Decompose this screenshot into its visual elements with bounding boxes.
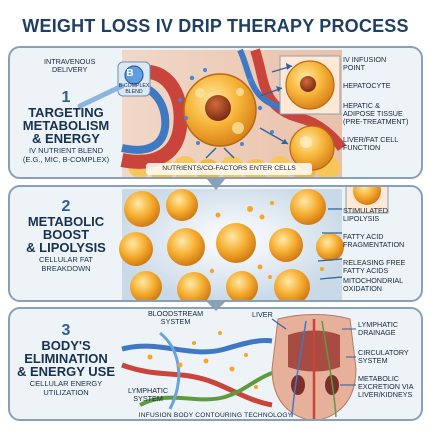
stage-2-panel: 2 METABOLIC BOOST & LIPOLYSIS CELLULAR F… (8, 185, 423, 302)
stage-2-heading-line-1: METABOLIC (27, 214, 105, 229)
fat-cell-cluster (119, 189, 344, 300)
stage-1-sub-line-1: IV NUTRIENT BLEND (28, 146, 104, 155)
b-complex-molecule-icon (124, 65, 144, 85)
bloodstream-system-label: BLOODSTREAM SYSTEM (148, 309, 204, 326)
stage-1-heading-line-3: & ENERGY (32, 131, 100, 146)
stage-1-heading-line-2: METABOLISM (22, 118, 110, 133)
stage-3-heading-line-2: ELIMINATION (24, 351, 108, 366)
lymphatic-vessel (139, 371, 273, 407)
stage-1-heading-line-1: TARGETING (28, 105, 104, 120)
stage-1-text: 1 TARGETING METABOLISM & ENERGY IV NUTRI… (12, 90, 120, 164)
lymphatic-system-label: LYMPHATIC SYSTEM (128, 386, 169, 403)
stage-2-sub-line-2: BREAKDOWN (41, 263, 91, 273)
stage-1-panel: 1 TARGETING METABOLISM & ENERGY IV NUTRI… (8, 46, 423, 179)
capillary-vessel (250, 48, 347, 151)
b-complex-label: B-COMPLEX BLEND (118, 83, 150, 95)
bloodstream-vessel-red (121, 362, 273, 408)
bloodstream-vessel-blue (121, 338, 273, 355)
energy-particles (147, 331, 258, 389)
hepatocyte-label: HEPATOCYTE (343, 81, 391, 90)
lymphatic-drainage-label: LYMPHATIC DRAINAGE (358, 320, 399, 337)
stage-1-number: 1 (61, 89, 71, 106)
releasing-free-fatty-acids-label: RELEASING FREE FATTY ACIDS (343, 258, 406, 275)
capillary-vein (237, 48, 291, 113)
lipolysis-arrows (317, 208, 343, 280)
stage-2-heading-line-3: & LIPOLYSIS (26, 240, 106, 255)
iv-line (77, 83, 125, 109)
stage-3-sub-line-1: CELLULAR ENERGY (29, 379, 103, 388)
stage-2-illustration (119, 187, 389, 300)
stage-2-number: 2 (61, 198, 71, 215)
stage-3-heading-line-1: BODY'S (41, 338, 91, 353)
metabolic-excretion-label: METABOLIC EXCRETION VIA LIVER/KIDNEYS (358, 374, 414, 399)
stage-2-sub-line-1: CELLULAR FAT (38, 255, 94, 264)
stage-3-panel: 3 BODY'S ELIMINATION & ENERGY USE CELLUL… (8, 307, 423, 421)
fatty-acid-fragmentation-label: FATTY ACID FRAGMENTATION (343, 232, 405, 249)
nutrients-label-bg (146, 163, 312, 175)
stage-1-illustration (77, 48, 347, 177)
stage-3-heading-line-3: & ENERGY USE (16, 364, 115, 379)
b-complex-badge-letter: B (126, 68, 134, 79)
stage-2-text: 2 METABOLIC BOOST & LIPOLYSIS CELLULAR F… (12, 199, 120, 273)
page-title: WEIGHT LOSS IV DRIP THERAPY PROCESS (22, 16, 409, 36)
fatty-acid-droplets (209, 201, 324, 279)
stage-3-number: 3 (61, 322, 71, 339)
liver-fat-function-label: LIVER/FAT CELL FUNCTION (343, 135, 399, 152)
stimulated-lipolysis-label: STIMULATED LIPOLYSIS (343, 206, 388, 223)
intravenous-delivery-label: INTRAVENOUS DELIVERY (44, 57, 96, 74)
liver-label: LIVER (252, 310, 273, 319)
stage-3-text: 3 BODY'S ELIMINATION & ENERGY USE CELLUL… (12, 323, 120, 397)
stage-3-pointer-lines (271, 318, 356, 386)
stage-2-heading-line-2: BOOST (42, 227, 90, 242)
stage-3-illustration (121, 314, 357, 419)
iv-infusion-point-label: IV INFUSION POINT (343, 55, 387, 72)
stage-3-sub-line-2: UTILIZATION (43, 387, 89, 397)
nutrient-particles (178, 68, 274, 146)
hepatic-adipose-label: HEPATIC & ADIPOSE TISSUE (PRE-TREATMENT) (343, 101, 409, 126)
nutrients-enter-cells-label: NUTRIENTS/CO-FACTORS ENTER CELLS (162, 165, 296, 172)
circulatory-system-label: CIRCULATORY SYSTEM (358, 348, 409, 365)
stage-1-sub-line-2: (E.G., MIC, B-COMPLEX) (22, 154, 110, 164)
hepatocyte-nucleus (205, 95, 231, 121)
mitochondrial-oxidation-label: MITOCHONDRIAL OXIDATION (343, 276, 404, 293)
footer-caption: INFUSION BODY CONTOURING TECHNOLOGY (138, 412, 293, 419)
kidney-left (291, 375, 305, 395)
